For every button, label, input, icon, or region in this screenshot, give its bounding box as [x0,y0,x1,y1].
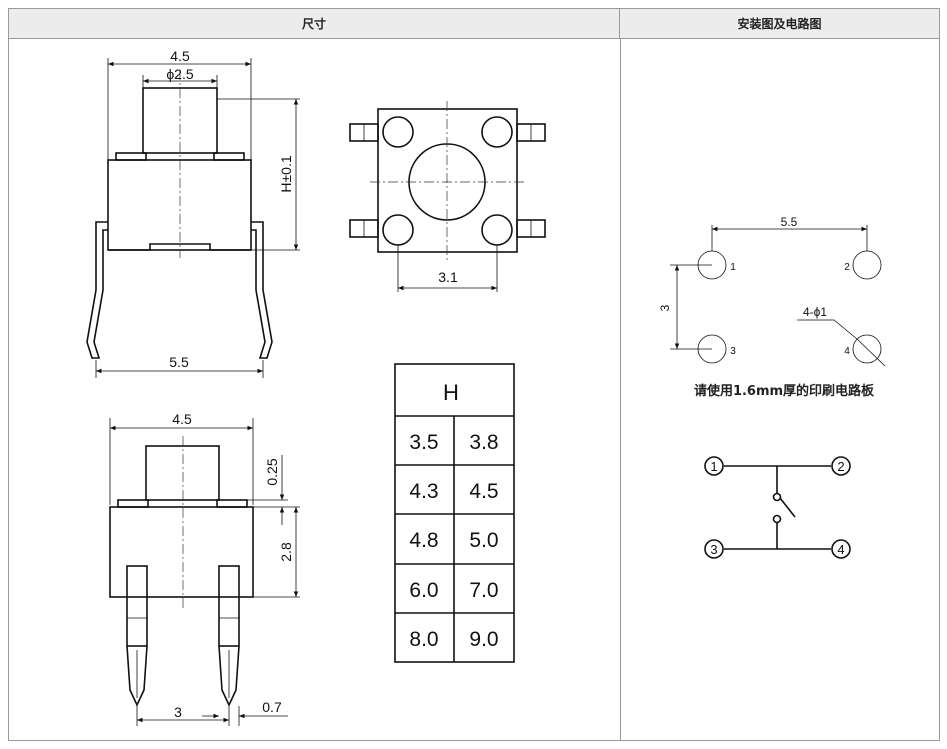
mount-vertical-label: 3 [658,304,672,311]
h-table-cell: 3.5 [409,431,438,454]
body-height-label: 2.8 [278,542,294,562]
h-table-cell: 7.0 [469,579,498,602]
h-table-header: H [443,380,459,405]
pin-pitch-label: 3 [174,704,182,720]
cap-label: 0.25 [264,458,280,485]
h-table-cell: 5.0 [469,529,498,552]
drawing-frame: 尺寸 安装图及电路图 [8,8,940,741]
pin-width-label: 0.7 [262,699,282,715]
pcb-thickness-note: 请使用1.6mm厚的印刷电路板 [694,383,875,399]
h-table-cell: 4.8 [409,529,438,552]
top-view: 3.1 [349,101,546,292]
terminal-number: 1 [710,459,717,474]
h-table-cell: 4.5 [469,480,498,503]
side-view: 4.5 ϕ2.5 H±0.1 5.5 [86,48,300,378]
h-table-cell: 9.0 [469,628,498,651]
terminal-number: 4 [837,542,844,557]
front-view: 4.5 0.25 2.8 3 0.7 [109,411,300,726]
top-spacing-label: 3.1 [438,269,458,285]
side-width-label: 4.5 [170,48,190,64]
hole-number: 2 [844,262,850,273]
terminal-number: 3 [710,542,717,557]
mount-horizontal-label: 5.5 [781,215,798,229]
column-divider [620,39,621,740]
dimensions-header: 尺寸 [9,9,620,39]
circuit-diagram: 1 2 3 4 [704,456,851,559]
side-pitch-label: 5.5 [169,354,189,370]
h-table: H 3.5 3.8 4.3 4.5 4.8 5.0 6.0 7.0 8.0 9.… [394,363,515,663]
terminal-number: 2 [837,459,844,474]
stem-diameter-label: ϕ2.5 [166,66,194,82]
hole-number: 4 [844,346,850,357]
height-label: H±0.1 [278,155,294,192]
h-table-cell: 4.3 [409,480,438,503]
hole-number: 3 [730,346,736,357]
mount-hole-label: 4-ϕ1 [803,305,827,319]
front-width-label: 4.5 [172,411,192,427]
mounting-header: 安装图及电路图 [620,9,939,39]
mounting-pattern: 5.5 3 4-ϕ1 1 2 3 4 请使用1.6mm厚的印刷电路板 [658,215,886,399]
h-table-cell: 8.0 [409,628,438,651]
h-table-cell: 3.8 [469,431,498,454]
h-table-cell: 6.0 [409,579,438,602]
hole-number: 1 [730,262,736,273]
